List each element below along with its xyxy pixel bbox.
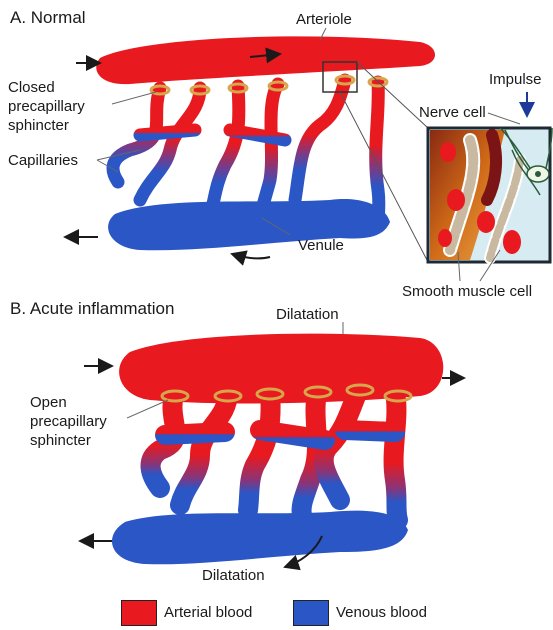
panel-a-vessels <box>96 36 435 250</box>
panel-a-venule-flow-arrow <box>232 254 270 258</box>
inset-smooth-muscle <box>428 128 550 262</box>
panel-b-capillaries <box>151 386 398 520</box>
arteriole-label: Arteriole <box>296 10 352 29</box>
closed-sphincter-label-line3: sphincter <box>8 116 69 135</box>
zoom-leader-top <box>357 62 428 128</box>
panel-b-venule <box>112 511 408 565</box>
closed-sphincter-label-line1: Closed <box>8 78 55 97</box>
legend-arterial-label: Arterial blood <box>164 603 252 622</box>
impulse-label: Impulse <box>489 70 542 89</box>
panel-b-vessels <box>112 334 443 565</box>
panel-b-title: B. Acute inflammation <box>10 299 174 318</box>
open-sphincter-label-line3: sphincter <box>30 431 91 450</box>
panel-a-venule <box>108 199 390 250</box>
legend-venous-swatch <box>293 600 329 626</box>
dilatation-top-label: Dilatation <box>276 305 339 324</box>
nerve-cell-label: Nerve cell <box>419 103 486 122</box>
open-sphincter-label-line1: Open <box>30 393 67 412</box>
smooth-muscle-cell-label: Smooth muscle cell <box>402 282 532 301</box>
panel-a-title: A. Normal <box>10 8 86 27</box>
legend-arterial-swatch <box>121 600 157 626</box>
venule-label: Venule <box>298 236 344 255</box>
panel-a-arteriole <box>96 36 435 84</box>
legend-venous-label: Venous blood <box>336 603 427 622</box>
dilatation-bottom-label: Dilatation <box>202 566 265 585</box>
closed-sphincter-label-line2: precapillary <box>8 97 85 116</box>
open-sphincter-label-line2: precapillary <box>30 412 107 431</box>
capillaries-label: Capillaries <box>8 151 78 170</box>
